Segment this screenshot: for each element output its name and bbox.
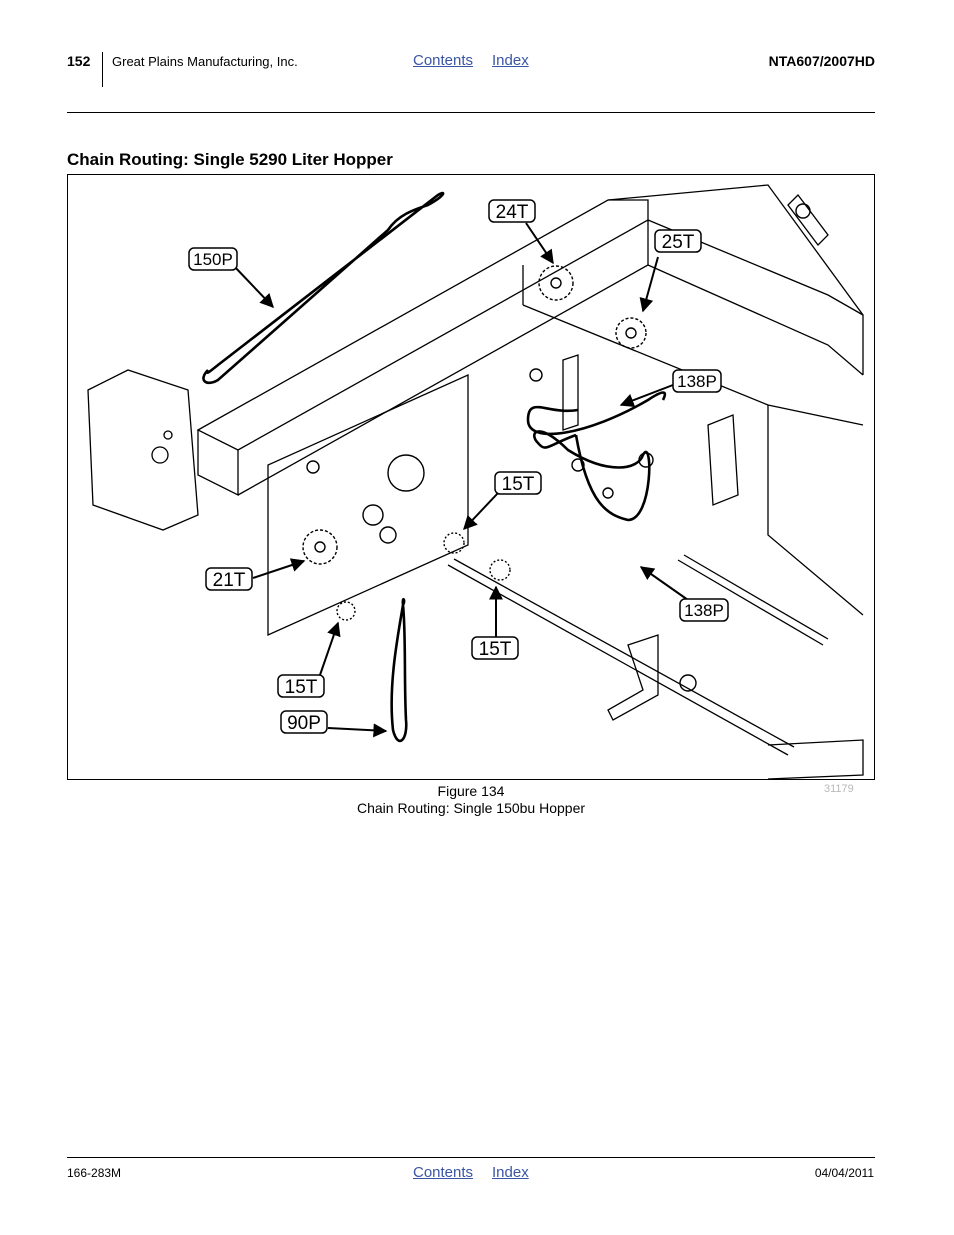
callout-15t-lower: 15T	[277, 674, 325, 698]
callout-labels: 150P 24T 25T 138P 15T 21T	[188, 199, 729, 734]
index-link[interactable]: Index	[492, 52, 529, 69]
callout-15t-upper: 15T	[494, 471, 542, 495]
callout-15t-middle: 15T	[471, 636, 519, 660]
footer-rule	[67, 1157, 875, 1158]
footer-contents-link[interactable]: Contents	[413, 1164, 474, 1181]
figure-number: Figure 134	[437, 783, 505, 799]
callout-150p: 150P	[188, 247, 238, 271]
company-name: Great Plains Manufacturing, Inc.	[112, 54, 298, 69]
callout-138p-upper: 138P	[672, 369, 722, 393]
callout-25t: 25T	[654, 229, 702, 253]
figure-frame: 150P 24T 25T 138P 15T 21T	[67, 174, 875, 780]
svg-text:15T: 15T	[285, 677, 318, 698]
header-rule	[67, 112, 875, 113]
page-number: 152	[67, 53, 91, 69]
svg-text:25T: 25T	[662, 232, 695, 253]
svg-text:150P: 150P	[193, 250, 233, 269]
svg-text:138P: 138P	[684, 601, 724, 620]
revision-date: 04/04/2011	[814, 1166, 874, 1180]
sprockets	[302, 203, 811, 692]
document-code: NTA607/2007HD	[768, 53, 875, 69]
svg-text:21T: 21T	[213, 570, 246, 591]
image-id: 31179	[824, 783, 854, 795]
callout-138p-lower: 138P	[679, 598, 729, 622]
svg-text:15T: 15T	[479, 639, 512, 660]
svg-text:24T: 24T	[496, 202, 529, 223]
callout-90p: 90P	[280, 710, 328, 734]
contents-link[interactable]: Contents	[413, 52, 474, 69]
svg-text:15T: 15T	[502, 474, 535, 495]
svg-text:138P: 138P	[677, 372, 717, 391]
svg-text:90P: 90P	[287, 713, 321, 734]
frame-structure	[87, 184, 864, 779]
figure-caption: Chain Routing: Single 150bu Hopper	[356, 800, 586, 816]
chain-routing-diagram: 150P 24T 25T 138P 15T 21T	[87, 184, 864, 779]
callout-arrows	[232, 222, 689, 738]
callout-24t: 24T	[488, 199, 536, 223]
callout-21t: 21T	[205, 567, 253, 591]
footer-index-link[interactable]: Index	[492, 1164, 529, 1181]
section-title: Chain Routing: Single 5290 Liter Hopper	[67, 150, 393, 169]
chains	[202, 191, 667, 743]
part-number: 166-283M	[67, 1166, 122, 1180]
header-divider	[102, 52, 103, 87]
